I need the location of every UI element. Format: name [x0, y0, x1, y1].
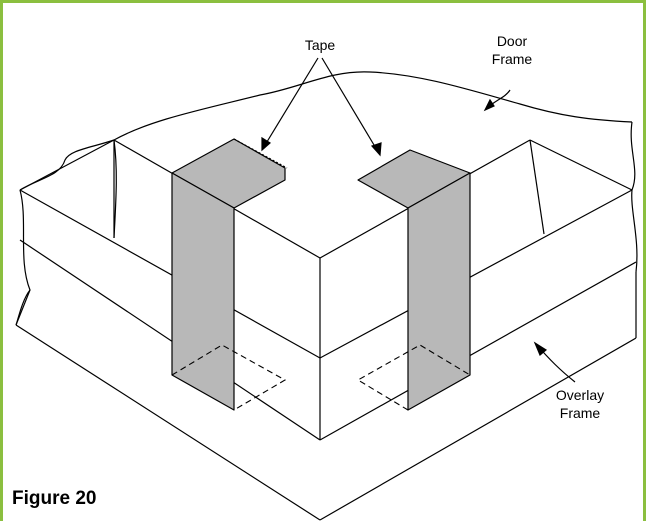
tape-label: Tape [305, 37, 336, 53]
leader-arrows [261, 57, 576, 383]
door-frame-rough-edge [113, 71, 633, 141]
door-frame-label-line2: Frame [492, 51, 533, 67]
page-border-top [0, 0, 646, 3]
page-border-left [0, 0, 3, 521]
left-tape [171, 138, 288, 411]
overlay-frame-label-line2: Frame [560, 405, 601, 421]
page-border-right [643, 0, 646, 521]
hidden-lines [171, 344, 471, 411]
left-rough-end [19, 139, 117, 239]
right-tape [357, 149, 471, 411]
overlay-frame-label-line1: Overlay [556, 387, 604, 403]
figure-caption: Figure 20 [12, 488, 97, 509]
right-rough-end [630, 121, 638, 273]
door-frame-label-line1: Door [497, 33, 528, 49]
